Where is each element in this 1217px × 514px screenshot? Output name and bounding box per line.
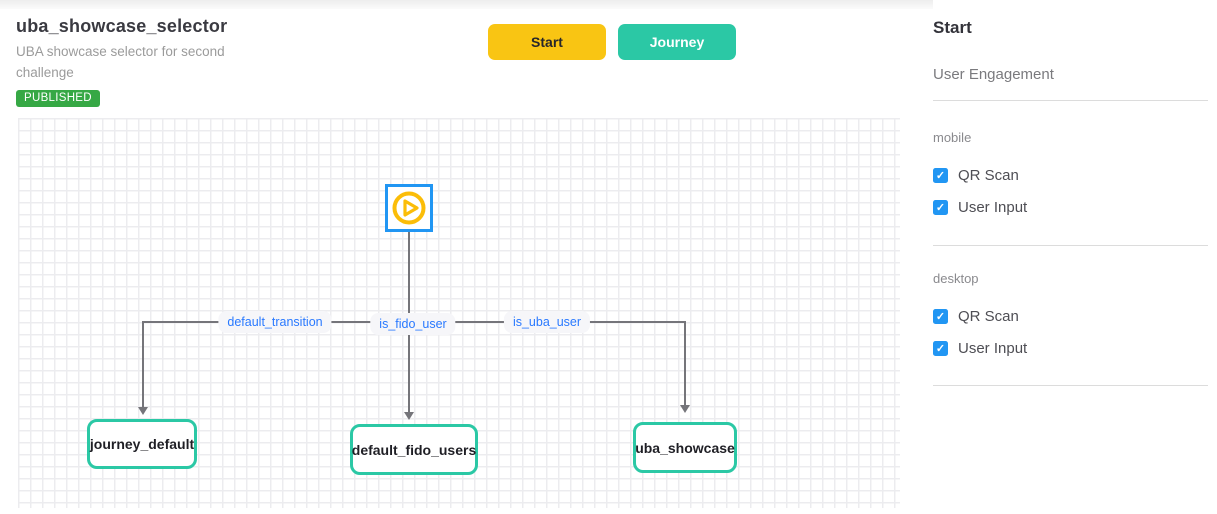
flow-node-journey-default[interactable]: journey_default: [87, 419, 197, 469]
arrowhead-icon: [138, 407, 148, 415]
arrowhead-icon: [404, 412, 414, 420]
page-title: uba_showcase_selector: [16, 16, 228, 36]
edge-line-middle-drop: [408, 322, 410, 414]
node-properties-panel: Start User Engagement mobile ✓ QR Scan ✓…: [933, 0, 1217, 514]
edge-line-right-drop: [684, 321, 686, 407]
checkbox-label: QR Scan: [958, 308, 1019, 325]
page-subtitle: UBA showcase selector for second challen…: [16, 44, 225, 80]
journey-header: uba_showcase_selector UBA showcase selec…: [16, 16, 266, 107]
checkbox-checked-icon[interactable]: ✓: [933, 200, 948, 215]
section-label-desktop: desktop: [933, 271, 979, 286]
flow-node-default-fido-users[interactable]: default_fido_users: [350, 424, 478, 475]
panel-title: Start: [933, 18, 972, 37]
divider: [933, 385, 1208, 386]
checkbox-row-desktop-qr-scan[interactable]: ✓ QR Scan: [933, 308, 1019, 325]
checkbox-label: User Input: [958, 340, 1028, 357]
edge-line-start-down: [408, 232, 410, 322]
edge-label-is-uba-user[interactable]: is_uba_user: [503, 311, 591, 333]
checkbox-row-desktop-user-input[interactable]: ✓ User Input: [933, 340, 1027, 357]
checkbox-checked-icon[interactable]: ✓: [933, 341, 948, 356]
flow-canvas[interactable]: default_transition is_fido_user is_uba_u…: [18, 118, 900, 508]
checkbox-checked-icon[interactable]: ✓: [933, 168, 948, 183]
arrowhead-icon: [680, 405, 690, 413]
checkbox-row-mobile-qr-scan[interactable]: ✓ QR Scan: [933, 167, 1019, 184]
flow-node-uba-showcase[interactable]: uba_showcase: [633, 422, 737, 473]
edge-label-is-fido-user[interactable]: is_fido_user: [370, 313, 456, 335]
section-label-mobile: mobile: [933, 130, 972, 145]
edge-line-left-drop: [142, 321, 144, 409]
flow-node-start[interactable]: [385, 184, 433, 232]
status-badge: PUBLISHED: [16, 89, 100, 107]
journey-tool-button[interactable]: Journey: [618, 24, 736, 60]
panel-subtitle: User Engagement: [933, 66, 1054, 83]
checkbox-checked-icon[interactable]: ✓: [933, 309, 948, 324]
top-edge-strip: [0, 0, 1217, 9]
checkbox-label: User Input: [958, 199, 1028, 216]
play-circle-icon: [391, 190, 427, 226]
edge-label-default-transition[interactable]: default_transition: [218, 311, 332, 333]
divider: [933, 245, 1208, 246]
checkbox-row-mobile-user-input[interactable]: ✓ User Input: [933, 199, 1027, 216]
start-tool-button[interactable]: Start: [488, 24, 606, 60]
divider: [933, 100, 1208, 101]
checkbox-label: QR Scan: [958, 167, 1019, 184]
